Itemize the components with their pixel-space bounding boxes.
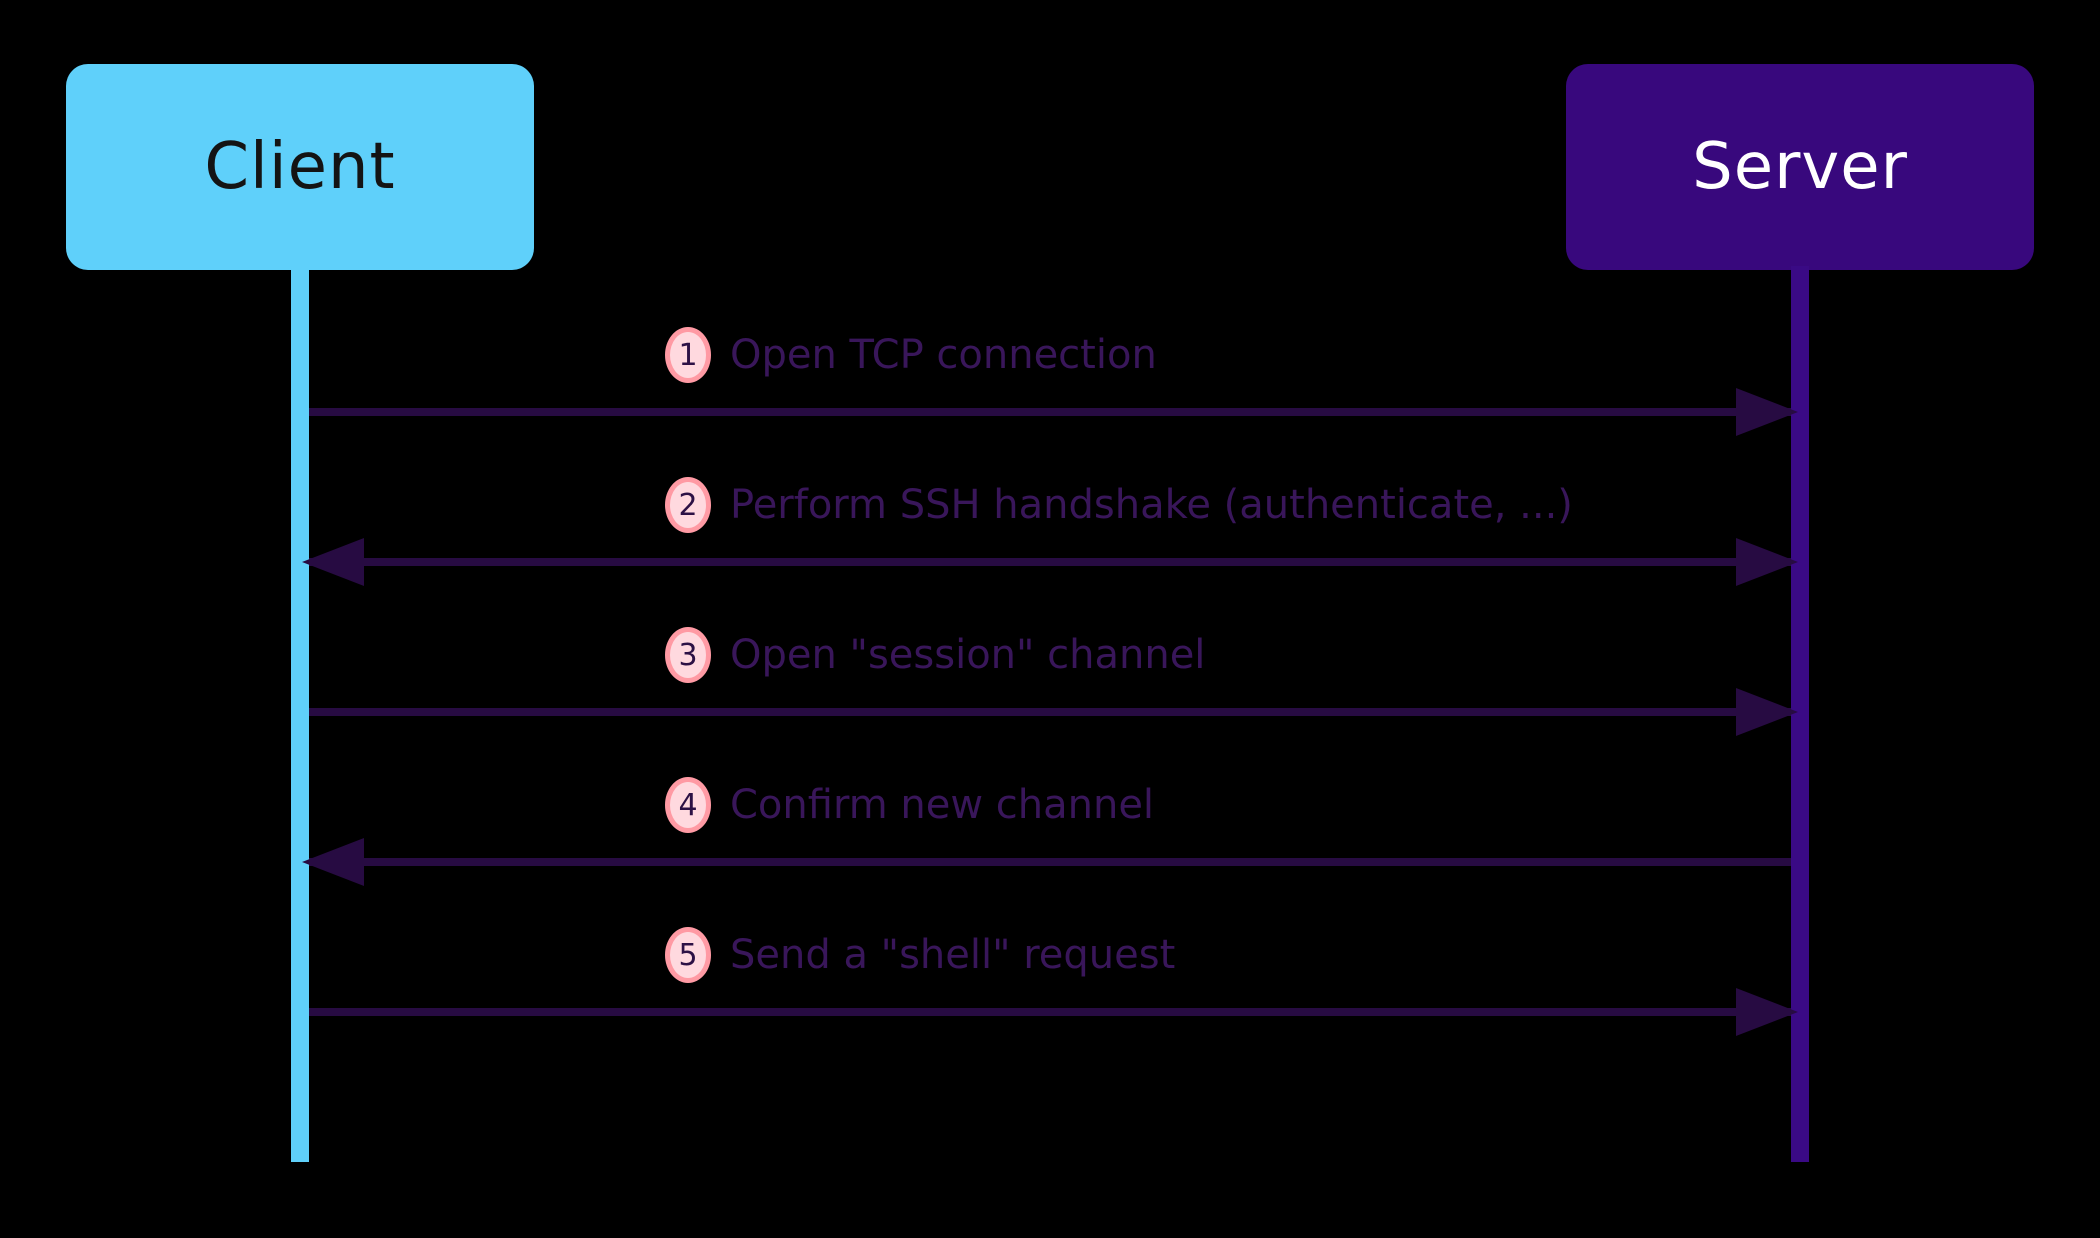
message-line-3 xyxy=(309,708,1791,716)
message-line-4 xyxy=(309,858,1791,866)
step-badge: 3 xyxy=(665,627,711,683)
arrowhead-right-icon xyxy=(1736,538,1798,586)
step-number: 2 xyxy=(678,487,698,523)
participant-label-client: Client xyxy=(204,130,396,204)
arrowhead-left-icon xyxy=(302,538,364,586)
step-badge: 1 xyxy=(665,327,711,383)
message-line-1 xyxy=(309,408,1791,416)
step-badge: 4 xyxy=(665,777,711,833)
arrowhead-right-icon xyxy=(1736,988,1798,1036)
step-number: 5 xyxy=(678,937,698,973)
message-label: Send a "shell" request xyxy=(730,932,1176,978)
message-line-5 xyxy=(309,1008,1791,1016)
arrowhead-left-icon xyxy=(302,838,364,886)
participant-box-client: Client xyxy=(66,64,534,270)
step-badge: 2 xyxy=(665,477,711,533)
arrowhead-right-icon xyxy=(1736,688,1798,736)
message-label: Open TCP connection xyxy=(730,332,1157,378)
message-line-2 xyxy=(309,558,1791,566)
lifeline-server xyxy=(1791,266,1809,1162)
step-number: 1 xyxy=(678,337,698,373)
participant-label-server: Server xyxy=(1692,130,1908,204)
message-label: Confirm new channel xyxy=(730,782,1155,828)
message-label: Open "session" channel xyxy=(730,632,1206,678)
step-number: 4 xyxy=(678,787,698,823)
step-badge: 5 xyxy=(665,927,711,983)
lifeline-client xyxy=(291,266,309,1162)
step-number: 3 xyxy=(678,637,698,673)
participant-box-server: Server xyxy=(1566,64,2034,270)
arrowhead-right-icon xyxy=(1736,388,1798,436)
message-label: Perform SSH handshake (authenticate, ...… xyxy=(730,482,1573,528)
